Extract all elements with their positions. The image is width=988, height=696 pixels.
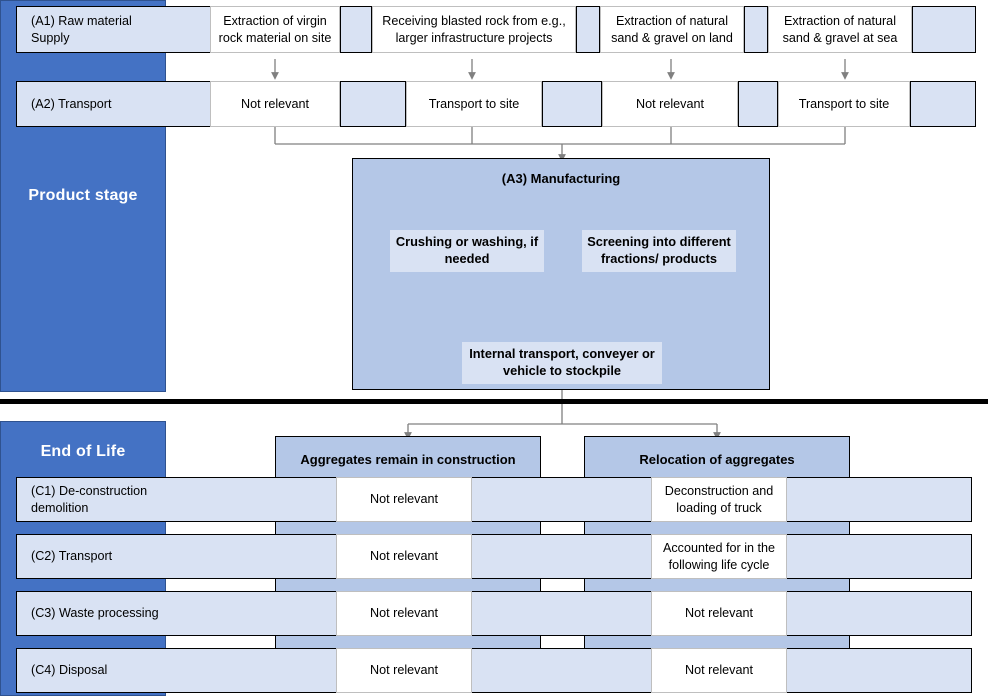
row-c2-label: (C2) Transport xyxy=(31,549,113,564)
row-band-c3: (C3) Waste processing xyxy=(16,591,972,636)
spacer-a2-1 xyxy=(340,81,406,127)
product-stage-label: Product stage xyxy=(28,187,138,204)
cell-c4-2: Not relevant xyxy=(651,648,787,693)
cell-c2-1-text: Not relevant xyxy=(370,549,438,564)
mfg-crushing-box: Crushing or washing, if needed xyxy=(390,230,544,272)
spacer-a1-3 xyxy=(744,6,768,53)
cell-c4-1-text: Not relevant xyxy=(370,663,438,678)
end-of-life-label: End of Life xyxy=(40,442,126,460)
cell-c3-1: Not relevant xyxy=(336,591,472,636)
cell-c1-2: Deconstruction and loading of truck xyxy=(651,477,787,522)
cell-a2-4-text: Transport to site xyxy=(798,96,890,111)
cell-a2-4: Transport to site xyxy=(778,81,910,127)
cell-c2-2: Accounted for in the following life cycl… xyxy=(651,534,787,579)
spacer-a1-2 xyxy=(576,6,600,53)
mfg-crushing-text: Crushing or washing, if needed xyxy=(395,234,539,266)
column-header-relocation-text: Relocation of aggregates xyxy=(639,451,795,467)
spacer-a1-4 xyxy=(912,6,976,53)
cell-a1-2-text: Receiving blasted rock from e.g., larger… xyxy=(382,14,566,45)
cell-a2-1: Not relevant xyxy=(210,81,340,127)
mfg-screening-box: Screening into different fractions/ prod… xyxy=(582,230,736,272)
cell-a2-2: Transport to site xyxy=(406,81,542,127)
spacer-a2-3 xyxy=(738,81,778,127)
column-header-aggregates-remain-text: Aggregates remain in construction xyxy=(300,451,516,467)
cell-a2-2-text: Transport to site xyxy=(428,96,520,111)
cell-c1-2-text: Deconstruction and loading of truck xyxy=(664,484,774,515)
cell-c2-2-text: Accounted for in the following life cycl… xyxy=(662,541,775,572)
cell-a1-1-text: Extraction of virgin rock material on si… xyxy=(218,14,332,45)
cell-a1-3: Extraction of natural sand & gravel on l… xyxy=(600,6,744,53)
mfg-internal-transport-box: Internal transport, conveyer or vehicle … xyxy=(462,342,662,384)
cell-a1-4: Extraction of natural sand & gravel at s… xyxy=(768,6,912,53)
mfg-internal-transport-text: Internal transport, conveyer or vehicle … xyxy=(469,346,655,378)
cell-c1-1: Not relevant xyxy=(336,477,472,522)
cell-a2-1-text: Not relevant xyxy=(241,96,309,111)
row-c1-label-line1: (C1) De-construction xyxy=(31,483,148,498)
cell-c3-2: Not relevant xyxy=(651,591,787,636)
manufacturing-title: (A3) Manufacturing xyxy=(501,171,621,186)
row-band-c1: (C1) De-construction demolition xyxy=(16,477,972,522)
cell-a1-3-text: Extraction of natural sand & gravel on l… xyxy=(611,14,733,45)
cell-c2-1: Not relevant xyxy=(336,534,472,579)
cell-a2-3-text: Not relevant xyxy=(636,96,704,111)
cell-a1-1: Extraction of virgin rock material on si… xyxy=(210,6,340,53)
cell-c3-2-text: Not relevant xyxy=(685,606,753,621)
row-a1-label-line2: Supply xyxy=(31,30,70,45)
cell-a1-4-text: Extraction of natural sand & gravel at s… xyxy=(782,14,898,45)
cell-c1-1-text: Not relevant xyxy=(370,492,438,507)
row-band-c2: (C2) Transport xyxy=(16,534,972,579)
product-stage-sidebar: Product stage xyxy=(0,0,166,392)
cell-c4-1: Not relevant xyxy=(336,648,472,693)
cell-c3-1-text: Not relevant xyxy=(370,606,438,621)
section-divider xyxy=(0,399,988,404)
row-band-c4: (C4) Disposal xyxy=(16,648,972,693)
row-a1-label-line1: (A1) Raw material xyxy=(31,13,132,28)
cell-a1-2: Receiving blasted rock from e.g., larger… xyxy=(372,6,576,53)
row-c1-label-line2: demolition xyxy=(31,500,89,515)
spacer-a2-2 xyxy=(542,81,602,127)
row-c4-label: (C4) Disposal xyxy=(31,663,108,678)
cell-c4-2-text: Not relevant xyxy=(685,663,753,678)
spacer-a1-1 xyxy=(340,6,372,53)
column-header-aggregates-remain: Aggregates remain in construction xyxy=(275,436,541,484)
mfg-screening-text: Screening into different fractions/ prod… xyxy=(587,234,731,266)
cell-a2-3: Not relevant xyxy=(602,81,738,127)
column-header-relocation: Relocation of aggregates xyxy=(584,436,850,484)
spacer-a2-4 xyxy=(910,81,976,127)
row-c3-label: (C3) Waste processing xyxy=(31,606,159,621)
row-a2-label: (A2) Transport xyxy=(31,96,112,111)
